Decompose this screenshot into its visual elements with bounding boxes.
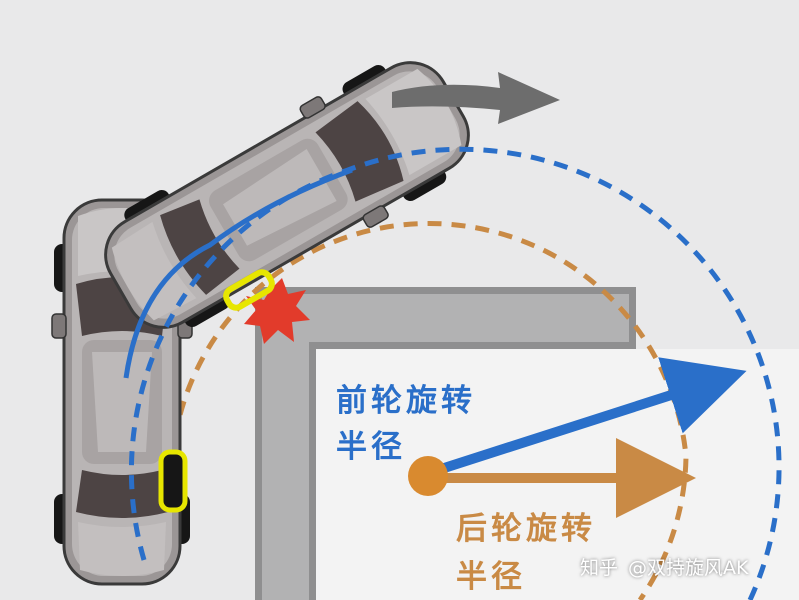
turn-direction-arrow (392, 72, 560, 124)
front-label-line2: 半径 (336, 429, 406, 465)
watermark-brand: 知乎 (580, 557, 619, 579)
front-label-line1: 前轮旋转 (336, 383, 476, 419)
highlighted-rear-wheel-turning (223, 269, 275, 311)
front-radius-label: 前轮旋转 半径 (336, 378, 476, 470)
watermark-author: @双持旋风AK (628, 557, 749, 579)
collision-icon (244, 278, 310, 344)
rear-label-line1: 后轮旋转 (456, 511, 596, 547)
highlighted-rear-wheel-straight (158, 449, 188, 513)
front-radius-arrow (436, 357, 747, 475)
rear-radius-label: 后轮旋转 半径 (456, 505, 596, 600)
front-wheel-arc (128, 146, 782, 600)
rear-label-line2: 半径 (456, 559, 526, 595)
front-path-solid (123, 167, 353, 379)
watermark: 知乎 @双持旋风AK (580, 553, 758, 580)
turning-center (408, 456, 448, 496)
